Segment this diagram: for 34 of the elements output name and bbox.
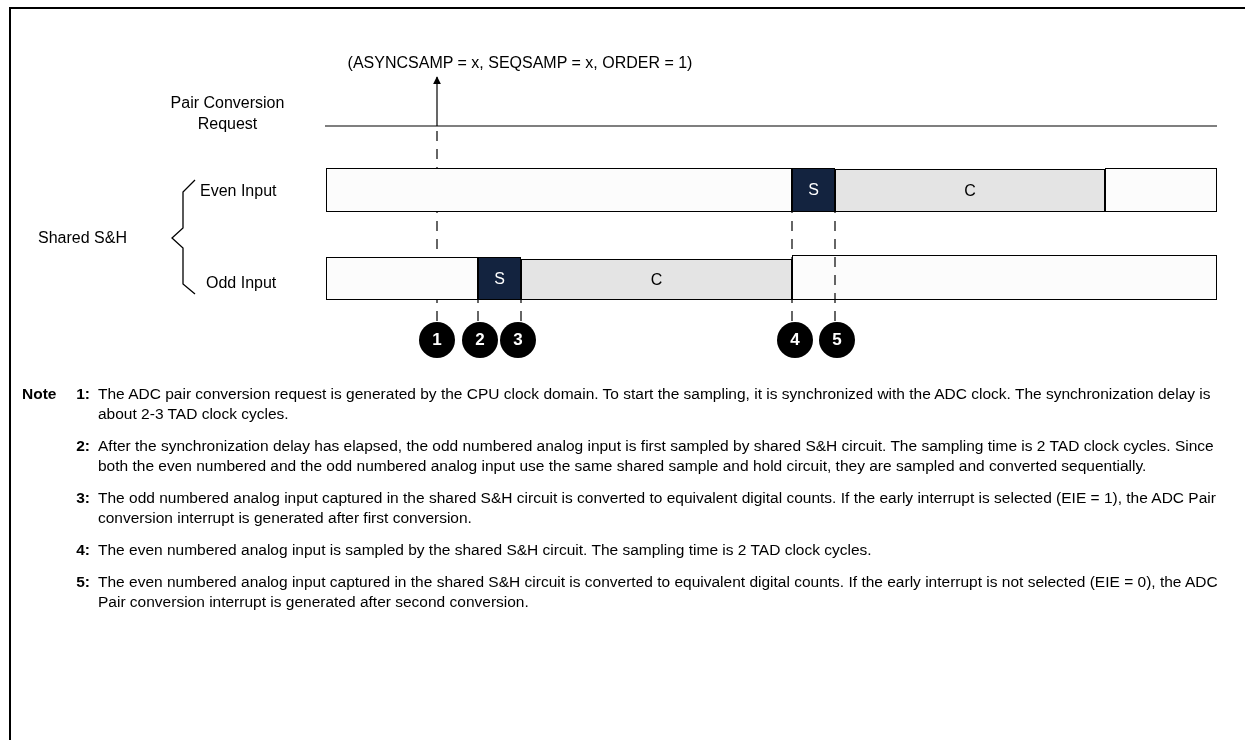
callout-number: 2 xyxy=(462,322,498,358)
conversion-segment: C xyxy=(835,169,1105,212)
row-label: Shared S&H xyxy=(38,228,128,248)
note-number: 5: xyxy=(75,572,91,592)
row-label: Pair Conversion Request xyxy=(169,93,286,134)
row-label: Even Input xyxy=(200,181,278,201)
note-heading: Note xyxy=(22,384,58,404)
note-text: The ADC pair conversion request is generated by the CPU clock domain. To start the sampling, it is synchronized with the ADC clock. The synchronization delay is about 2-3 TAD clock cycles. xyxy=(98,384,1212,424)
note-number: 1: xyxy=(75,384,91,404)
callout-number: 5 xyxy=(819,322,855,358)
leader-line xyxy=(791,211,793,322)
idle-segment xyxy=(792,255,1217,300)
leader-line xyxy=(834,211,836,322)
note-text: The even numbered analog input captured in the shared S&H circuit is converted to equivalent digital counts. If the early interrupt is not selected (EIE = 0), the ADC Pair conversion interrupt is generated after second conversion. xyxy=(98,572,1219,612)
leader-line xyxy=(477,299,479,322)
note-text: The even numbered analog input is sampled by the shared S&H circuit. The sampling time is 2 TAD clock cycles. xyxy=(98,540,873,560)
idle-segment xyxy=(326,168,792,212)
idle-segment xyxy=(326,257,478,300)
leader-line xyxy=(520,299,522,322)
sample-segment: S xyxy=(478,257,521,300)
callout-number: 4 xyxy=(777,322,813,358)
idle-segment xyxy=(1105,168,1217,212)
row-label: Odd Input xyxy=(206,273,278,293)
note-number: 2: xyxy=(75,436,91,456)
note-text: After the synchronization delay has elapsed, the odd numbered analog input is first sampled by shared S&H circuit. The sampling time is 2 TAD clock cycles. Since both the even numbered and the odd numbered analog input use the same shared sample and hold circuit, they are sampled and converted sequentially. xyxy=(98,436,1215,476)
arrow xyxy=(433,76,441,127)
register-settings-text: (ASYNCSAMP = x, SEQSAMP = x, ORDER = 1) xyxy=(300,50,740,76)
callout-number: 3 xyxy=(500,322,536,358)
sample-segment: S xyxy=(792,168,835,212)
conversion-segment: C xyxy=(521,259,792,300)
callout-number: 1 xyxy=(419,322,455,358)
note-number: 3: xyxy=(75,488,91,508)
note-number: 4: xyxy=(75,540,91,560)
note-text: The odd numbered analog input captured in the shared S&H circuit is converted to equivalent digital counts. If the early interrupt is selected (EIE = 1), the ADC Pair conversion interrupt is generated after first conversion. xyxy=(98,488,1217,528)
